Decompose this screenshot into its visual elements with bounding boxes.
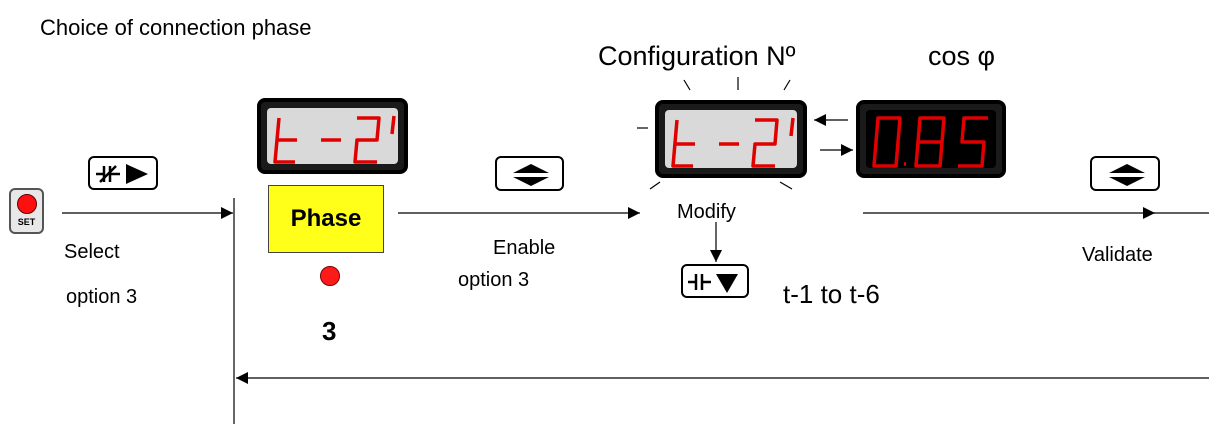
config-display-digits	[671, 117, 795, 168]
configuration-label: Configuration Nº	[598, 41, 796, 71]
diagram-title: Choice of connection phase	[40, 15, 312, 40]
up-down-arrows-icon	[513, 164, 549, 186]
select-option-label: option 3	[66, 286, 138, 308]
config-display	[655, 100, 807, 178]
cos-display	[856, 100, 1006, 178]
cos-phi-label: cos φ	[928, 41, 996, 71]
phase-led	[320, 266, 340, 286]
capacitor-down-arrow-icon	[688, 274, 738, 293]
cos-display-digits	[872, 116, 988, 168]
select-label: Select	[64, 241, 120, 263]
set-button[interactable]: SET	[9, 188, 44, 234]
phase-display-digits	[273, 115, 396, 164]
phase-button-label: Phase	[290, 205, 362, 232]
blink-rays	[637, 77, 793, 190]
enable-option-label: option 3	[458, 269, 530, 291]
updown-key-button-validate[interactable]	[1090, 156, 1160, 191]
capacitor-right-arrow-icon	[96, 164, 148, 184]
right-key-button[interactable]	[88, 156, 158, 190]
set-button-light	[17, 194, 37, 214]
down-key-button[interactable]	[681, 264, 749, 298]
range-label: t-1 to t-6	[783, 279, 880, 309]
updown-key-button-enable[interactable]	[495, 156, 564, 191]
option-number-label: 3	[322, 316, 337, 346]
modify-label: Modify	[677, 201, 736, 223]
enable-label: Enable	[493, 237, 556, 259]
up-down-arrows-icon	[1109, 164, 1145, 186]
validate-label: Validate	[1082, 244, 1153, 266]
phase-display	[257, 98, 408, 174]
phase-button[interactable]: Phase	[268, 185, 384, 253]
set-button-label: SET	[17, 217, 36, 227]
